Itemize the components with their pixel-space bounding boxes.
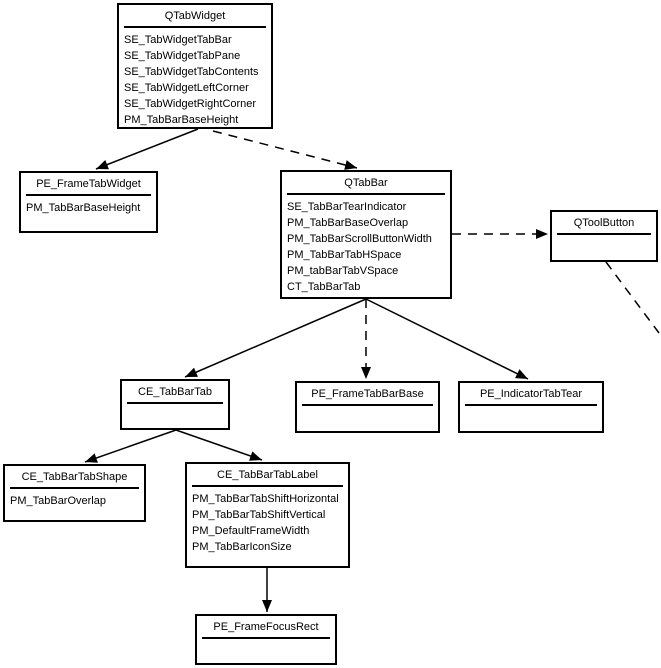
box-items: SE_TabBarTearIndicator PM_TabBarBaseOver… [282, 195, 450, 297]
class-box-pe-frametabwidget: PE_FrameTabWidget PM_TabBarBaseHeight [19, 171, 158, 233]
box-item: PM_TabBarTabShiftHorizontal [192, 493, 339, 505]
box-title: PE_FrameTabBarBase [311, 388, 424, 400]
class-box-pe-indicatortabtear: PE_IndicatorTabTear [458, 381, 604, 433]
box-item: SE_TabWidgetTabBar [124, 34, 232, 46]
box-item: PM_TabBarIconSize [192, 541, 292, 553]
edge-qtabbar-to-ce-tabbartab [184, 298, 367, 378]
edge-qtoolbutton-to-offscreen [605, 261, 660, 334]
class-box-ce-tabbartablabel: CE_TabBarTabLabel PM_TabBarTabShiftHoriz… [185, 462, 350, 568]
box-item: PM_TabBarBaseHeight [124, 114, 239, 126]
box-title: CE_TabBarTab [138, 386, 212, 398]
class-box-ce-tabbartabshape: CE_TabBarTabShape PM_TabBarOverlap [3, 464, 146, 522]
edge-qtabbar-to-pe-indicatortabtear [365, 298, 529, 380]
box-item: PM_TabBarBaseOverlap [287, 217, 409, 229]
box-title: QToolButton [573, 217, 635, 229]
box-item: CT_TabBarTab [287, 281, 361, 293]
box-title: PE_FrameFocusRect [213, 621, 319, 633]
box-title: PE_IndicatorTabTear [479, 388, 583, 400]
title-separator [465, 404, 597, 406]
box-items: SE_TabWidgetTabBar SE_TabWidgetTabPane S… [119, 28, 271, 127]
box-title: QTabWidget [164, 10, 226, 22]
box-items: PM_TabBarBaseHeight [21, 196, 156, 218]
title-separator [26, 194, 151, 196]
title-separator [127, 402, 223, 404]
box-item: SE_TabBarTearIndicator [287, 201, 407, 213]
class-box-pe-frametabbarbase: PE_FrameTabBarBase [295, 381, 440, 433]
title-separator [10, 487, 139, 489]
title-separator [557, 233, 651, 235]
box-item: SE_TabWidgetRightCorner [124, 98, 257, 110]
class-box-qtabwidget: QTabWidget SE_TabWidgetTabBar SE_TabWidg… [117, 3, 273, 129]
edge-ce-tabbartab-to-ce-tabbartablabel [175, 429, 263, 461]
box-item: SE_TabWidgetTabPane [124, 50, 241, 62]
box-title: CE_TabBarTabShape [21, 471, 128, 483]
box-item: PM_TabBarScrollButtonWidth [287, 233, 432, 245]
box-title: CE_TabBarTabLabel [217, 469, 318, 481]
box-item: PM_TabBarBaseHeight [26, 202, 141, 214]
box-item: PM_tabBarTabVSpace [287, 265, 399, 277]
title-separator [124, 26, 266, 28]
title-separator [302, 404, 433, 406]
class-box-ce-tabbartab: CE_TabBarTab [120, 379, 230, 430]
box-title: QTabBar [344, 177, 388, 189]
box-items: PM_TabBarOverlap [5, 489, 144, 511]
edge-qtabwidget-to-pe-frametabwidget [95, 128, 199, 170]
title-separator [192, 485, 343, 487]
class-box-qtoolbutton: QToolButton [550, 210, 658, 262]
box-item: PM_DefaultFrameWidth [192, 525, 310, 537]
box-item: SE_TabWidgetLeftCorner [124, 82, 249, 94]
edge-ce-tabbartab-to-ce-tabbartabshape [84, 429, 177, 463]
class-box-qtabbar: QTabBar SE_TabBarTearIndicator PM_TabBar… [280, 170, 452, 299]
box-item: PM_TabBarOverlap [10, 495, 106, 507]
box-title: PE_FrameTabWidget [36, 178, 141, 190]
box-item: SE_TabWidgetTabContents [124, 66, 259, 78]
class-box-pe-framefocusrect: PE_FrameFocusRect [195, 614, 337, 665]
box-item: PM_TabBarTabShiftVertical [192, 509, 326, 521]
box-item: PM_TabBarTabHSpace [287, 249, 402, 261]
box-items: PM_TabBarTabShiftHorizontal PM_TabBarTab… [187, 487, 348, 557]
title-separator [287, 193, 445, 195]
title-separator [202, 637, 330, 639]
edge-qtabwidget-to-qtabbar [212, 130, 358, 170]
